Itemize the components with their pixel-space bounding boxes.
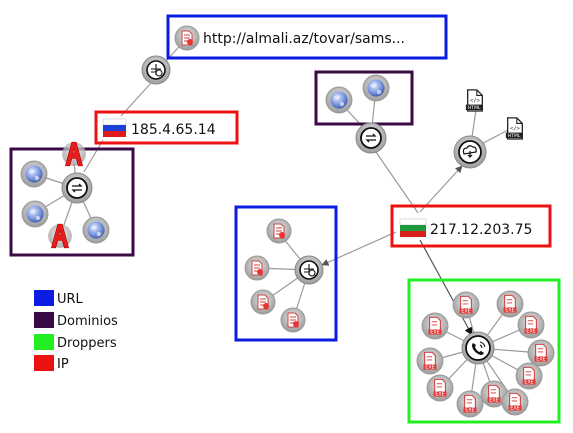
exe-file-icon[interactable] <box>527 339 555 367</box>
domain-group-box-right <box>314 70 414 126</box>
red-letter-a-icon[interactable] <box>47 223 73 249</box>
html-file-icon[interactable] <box>465 89 483 112</box>
url-node-label: http://almali.az/tovar/sams... <box>203 31 405 47</box>
edge-ip-to-dropper <box>419 239 473 336</box>
red-letter-a-icon[interactable] <box>61 141 87 167</box>
url-file-icon <box>174 25 200 51</box>
edge-ip-to-relation2 <box>375 151 419 214</box>
legend-item-droppers: Droppers <box>34 334 117 351</box>
ip-node-185[interactable]: 185.4.65.14 <box>102 118 216 138</box>
exe-file-icon[interactable] <box>456 390 484 418</box>
legend-item-url: URL <box>34 290 84 307</box>
edge-ip-to-urlhub <box>321 231 397 266</box>
relation-hub-left[interactable] <box>61 172 93 204</box>
url-group-box-top <box>166 14 448 60</box>
svg-text:Droppers: Droppers <box>57 336 117 351</box>
ip-185-label: 185.4.65.14 <box>131 122 216 138</box>
svg-text:URL: URL <box>57 292 84 307</box>
svg-text:IP: IP <box>57 357 69 372</box>
relation-arrows-icon <box>66 177 88 199</box>
edge-ip-to-relation <box>83 139 104 173</box>
russia-flag-icon <box>102 118 127 137</box>
url-hub-node-top[interactable] <box>141 55 171 85</box>
ip-box-217 <box>390 204 552 248</box>
legend-item-dominios: Dominios <box>34 312 118 329</box>
phone-call-icon <box>472 343 484 355</box>
exe-file-icon[interactable] <box>501 388 529 416</box>
edge-ip-to-hub <box>120 81 153 117</box>
exe-file-icon[interactable] <box>426 374 454 402</box>
domain-globe-icon[interactable] <box>82 216 110 244</box>
bulgaria-flag-icon <box>399 218 427 237</box>
domain-globe-icon[interactable] <box>20 160 48 188</box>
url-file-icon[interactable] <box>244 255 270 281</box>
svg-text:Dominios: Dominios <box>57 314 118 329</box>
relation-arrows-icon <box>360 127 382 149</box>
ip-217-label: 217.12.203.75 <box>430 222 532 238</box>
domain-globe-icon[interactable] <box>21 200 49 228</box>
legend-item-ip: IP <box>34 355 69 372</box>
url-file-icon[interactable] <box>266 218 292 244</box>
dropper-group-box <box>407 278 561 424</box>
exe-file-icon[interactable] <box>421 312 449 340</box>
url-group-box-bottom <box>234 205 338 342</box>
html-file-icon[interactable] <box>505 117 523 140</box>
exe-file-icon[interactable] <box>515 362 543 390</box>
relation-hub-right[interactable] <box>355 122 387 154</box>
edge-ip-to-cloud <box>419 165 463 213</box>
exe-file-icon[interactable] <box>416 347 444 375</box>
ip-node-217[interactable]: 217.12.203.75 <box>399 218 532 238</box>
url-hub-node-bottom[interactable] <box>294 255 324 285</box>
url-node[interactable]: http://almali.az/tovar/sams... <box>174 25 405 51</box>
url-file-icon[interactable] <box>250 289 276 315</box>
exe-file-icon[interactable] <box>517 311 545 339</box>
exe-file-icon[interactable] <box>452 291 480 319</box>
domain-globe-icon[interactable] <box>325 86 353 114</box>
legend: URL Dominios Droppers IP <box>34 290 118 372</box>
url-file-icon[interactable] <box>280 307 306 333</box>
ip-box-185 <box>94 110 239 145</box>
dropper-hub[interactable] <box>461 331 495 365</box>
download-hub[interactable] <box>453 135 487 169</box>
domain-globe-icon[interactable] <box>362 74 390 102</box>
exe-file-icon[interactable] <box>496 290 524 318</box>
